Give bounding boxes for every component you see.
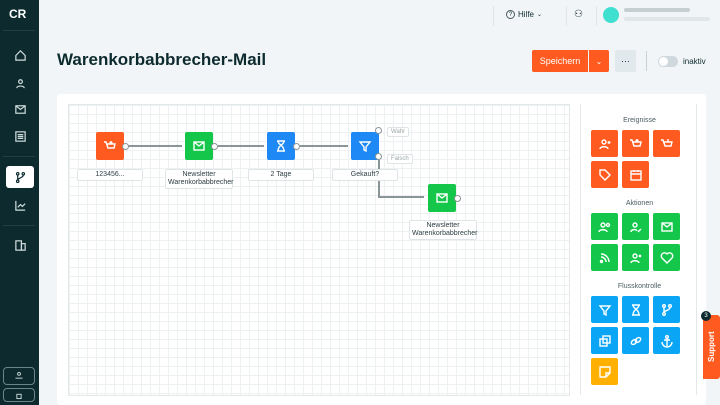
- tag-icon[interactable]: [591, 161, 618, 188]
- flow-control-heading: Flusskontrolle: [617, 283, 662, 290]
- cart-add-icon: [104, 141, 116, 149]
- page-title: Warenkorbabbrecher-Mail: [57, 50, 267, 69]
- node-label: Newsletter Warenkorbabbrecher: [409, 220, 478, 240]
- node-trigger[interactable]: [96, 132, 124, 160]
- node-mail[interactable]: [185, 132, 213, 160]
- support-button[interactable]: Support: [703, 315, 720, 379]
- node-label: 2 Tage: [248, 169, 314, 181]
- heart-pulse-icon[interactable]: [653, 244, 680, 271]
- hourglass-icon[interactable]: [622, 296, 649, 323]
- user-name-placeholder: [624, 8, 690, 12]
- user-plus-icon[interactable]: [591, 130, 618, 157]
- chart-icon[interactable]: [6, 194, 34, 216]
- home-icon[interactable]: [6, 44, 34, 66]
- support-hand-button[interactable]: [3, 367, 35, 385]
- list-icon[interactable]: [6, 125, 34, 147]
- users-icon[interactable]: [591, 213, 618, 240]
- contact-icon[interactable]: ⚇: [574, 9, 583, 20]
- anchor-icon[interactable]: [653, 327, 680, 354]
- rss-icon[interactable]: [591, 244, 618, 271]
- node-label: Gekauft?: [332, 169, 398, 181]
- building-icon[interactable]: [6, 234, 34, 256]
- filter-icon: [358, 141, 372, 153]
- filter-icon[interactable]: [591, 296, 618, 323]
- active-toggle[interactable]: [658, 56, 678, 67]
- save-button[interactable]: Speichern: [532, 50, 588, 72]
- mail-icon[interactable]: [653, 213, 680, 240]
- status-label: inaktiv: [683, 57, 706, 66]
- hourglass-icon: [277, 140, 285, 152]
- branch-icon[interactable]: [653, 296, 680, 323]
- avatar[interactable]: [603, 7, 619, 23]
- note-icon[interactable]: [591, 358, 618, 385]
- mail-icon: [193, 141, 205, 151]
- sidebar: CR: [0, 0, 39, 405]
- users-icon[interactable]: [6, 72, 34, 94]
- actions-heading: Aktionen: [625, 200, 654, 207]
- chevron-down-icon: ⌄: [537, 12, 543, 18]
- cart-remove-icon[interactable]: [653, 130, 680, 157]
- more-button[interactable]: ···: [615, 50, 636, 72]
- calendar-icon[interactable]: [622, 161, 649, 188]
- link-icon[interactable]: [622, 327, 649, 354]
- events-heading: Ereignisse: [623, 117, 656, 124]
- node-palette: Ereignisse Aktionen Flusskontrolle: [580, 104, 697, 395]
- user-remove-icon[interactable]: [622, 244, 649, 271]
- lock-button[interactable]: [3, 388, 35, 402]
- node-label: Newsletter Warenkorbabbrecher: [165, 169, 234, 189]
- node-mail[interactable]: [428, 184, 456, 212]
- branch-true-label: Wahr: [387, 127, 410, 137]
- mail-icon[interactable]: [6, 98, 34, 120]
- node-label: 123456...: [77, 169, 143, 181]
- support-badge: 3: [701, 311, 711, 321]
- logo: CR: [9, 7, 27, 21]
- node-wait[interactable]: [267, 132, 295, 160]
- workflow-icon[interactable]: [6, 166, 34, 188]
- user-edit-icon[interactable]: [622, 213, 649, 240]
- save-dropdown-button[interactable]: ⌄: [589, 50, 609, 72]
- user-email-placeholder: [624, 17, 710, 21]
- branch-false-label: Falsch: [387, 154, 413, 164]
- copy-icon[interactable]: [591, 327, 618, 354]
- cart-add-icon[interactable]: [622, 130, 649, 157]
- node-filter[interactable]: [351, 132, 379, 160]
- mail-icon: [436, 193, 448, 203]
- help-icon: ?: [506, 10, 515, 19]
- connections: [127, 145, 424, 198]
- flow-canvas[interactable]: 123456... Newsletter Warenkorbabbrecher …: [68, 104, 570, 396]
- help-menu[interactable]: ?Hilfe⌄: [506, 10, 542, 19]
